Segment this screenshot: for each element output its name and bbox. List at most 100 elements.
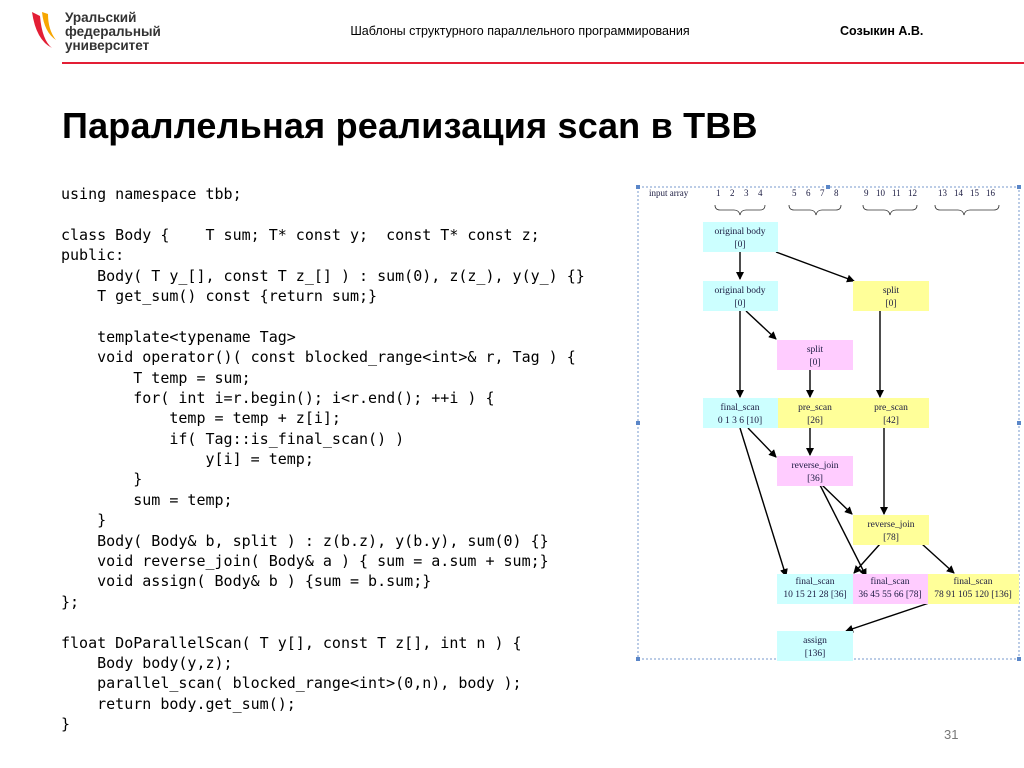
code-line: template<typename Tag> (61, 327, 296, 346)
input-value: 9 (864, 188, 869, 198)
input-value: 15 (970, 188, 980, 198)
code-line: if( Tag::is_final_scan() ) (61, 429, 405, 448)
university-logo: Уральский федеральный университет (30, 10, 170, 56)
input-value: 13 (938, 188, 948, 198)
code-line: } (61, 715, 71, 734)
node-value: [0] (809, 358, 820, 368)
node-reverse-join-1: reverse_join [36] (777, 456, 853, 486)
node-value: 36 45 55 66 [78] (858, 590, 921, 600)
input-value: 14 (954, 188, 964, 198)
node-label: final_scan (870, 576, 909, 587)
input-value: 10 (876, 188, 886, 198)
header-author: Созыкин А.В. (840, 24, 924, 38)
node-label: reverse_join (868, 520, 915, 530)
input-value: 11 (892, 188, 901, 198)
code-line: Body body(y,z); (61, 653, 233, 672)
code-line: void reverse_join( Body& a ) { sum = a.s… (61, 552, 549, 571)
node-label: original body (715, 286, 766, 296)
code-line: Body( Body& b, split ) : z(b.z), y(b.y),… (61, 531, 549, 550)
code-line: Body( T y_[], const T z_[] ) : sum(0), z… (61, 266, 585, 285)
code-line: T temp = sum; (61, 368, 251, 387)
input-value: 16 (986, 188, 996, 198)
node-split-mid: split [0] (777, 340, 853, 370)
input-value: 2 (730, 188, 735, 198)
node-reverse-join-2: reverse_join [78] (853, 515, 929, 545)
node-original-body-top: original body [0] (703, 222, 778, 252)
code-line (61, 612, 585, 632)
logo-line-3: университет (65, 38, 150, 53)
node-value: [0] (734, 299, 745, 309)
code-line: float DoParallelScan( T y[], const T z[]… (61, 633, 522, 652)
node-label: reverse_join (792, 461, 839, 471)
node-final-scan-4: final_scan 78 91 105 120 [136] (928, 574, 1019, 604)
code-line (61, 204, 585, 224)
code-line: void assign( Body& b ) {sum = b.sum;} (61, 572, 432, 591)
code-line: } (61, 511, 107, 530)
node-label: pre_scan (798, 403, 832, 413)
logo-emblem-icon (32, 12, 56, 48)
node-original-body: original body [0] (703, 281, 778, 311)
input-array-label: input array (649, 188, 689, 198)
node-label: final_scan (953, 576, 992, 587)
node-value: [42] (883, 416, 899, 426)
code-line: return body.get_sum(); (61, 694, 296, 713)
logo-line-2: федеральный (65, 24, 161, 39)
node-pre-scan-right: pre_scan [42] (853, 398, 929, 428)
code-line: }; (61, 592, 80, 611)
code-line: T get_sum() const {return sum;} (61, 286, 378, 305)
input-group-2: 5 6 7 8 (792, 188, 839, 198)
node-label: split (807, 345, 824, 355)
code-line: sum = temp; (61, 490, 233, 509)
node-label: final_scan (720, 402, 759, 413)
node-value: [78] (883, 533, 899, 543)
node-label: assign (803, 636, 827, 646)
node-label: split (883, 286, 900, 296)
code-line: using namespace tbb; (61, 185, 242, 203)
input-value: 8 (834, 188, 839, 198)
diagram-edges (736, 251, 955, 633)
node-label: original body (715, 227, 766, 237)
scan-diagram: input array 1 2 3 4 5 6 7 8 9 10 11 12 1… (636, 185, 1021, 661)
node-assign: assign [136] (777, 631, 853, 661)
input-value: 5 (792, 188, 797, 198)
code-line: temp = temp + z[i]; (61, 409, 341, 428)
code-line: } (61, 470, 143, 489)
node-value: 78 91 105 120 [136] (934, 590, 1012, 600)
code-line: for( int i=r.begin(); i<r.end(); ++i ) { (61, 388, 495, 407)
node-value: [36] (807, 474, 823, 484)
input-group-4: 13 14 15 16 (938, 188, 996, 198)
code-line: void operator()( const blocked_range<int… (61, 348, 576, 367)
node-pre-scan-mid: pre_scan [26] (778, 398, 853, 428)
input-braces (714, 204, 1000, 216)
logo-text: Уральский федеральный университет (65, 11, 161, 53)
code-block: using namespace tbb; class Body { T sum; … (61, 184, 585, 735)
node-value: [136] (805, 649, 826, 659)
code-line (61, 306, 585, 326)
node-value: 10 15 21 28 [36] (783, 590, 846, 600)
slide-title: Параллельная реализация scan в TBB (62, 105, 758, 146)
node-value: [0] (885, 299, 896, 309)
input-group-3: 9 10 11 12 (864, 188, 917, 198)
node-value: [26] (807, 416, 823, 426)
code-line: class Body { T sum; T* const y; const T*… (61, 225, 540, 244)
input-value: 12 (908, 188, 917, 198)
input-value: 4 (758, 188, 763, 198)
node-label: final_scan (795, 576, 834, 587)
input-value: 3 (744, 188, 749, 198)
node-final-scan-2: final_scan 10 15 21 28 [36] (777, 574, 853, 604)
input-value: 7 (820, 188, 825, 198)
input-value: 1 (716, 188, 721, 198)
input-group-1: 1 2 3 4 (716, 188, 763, 198)
node-value: 0 1 3 6 [10] (718, 416, 762, 426)
input-value: 6 (806, 188, 811, 198)
header-title: Шаблоны структурного параллельного прогр… (350, 24, 690, 38)
node-split-right: split [0] (853, 281, 929, 311)
logo-line-1: Уральский (65, 10, 137, 25)
code-line: y[i] = temp; (61, 450, 314, 469)
header-divider (62, 62, 1024, 64)
node-final-scan-1: final_scan 0 1 3 6 [10] (703, 398, 778, 428)
page-number: 31 (944, 727, 959, 742)
code-line: parallel_scan( blocked_range<int>(0,n), … (61, 674, 522, 693)
node-label: pre_scan (874, 403, 908, 413)
node-final-scan-3: final_scan 36 45 55 66 [78] (853, 574, 928, 604)
